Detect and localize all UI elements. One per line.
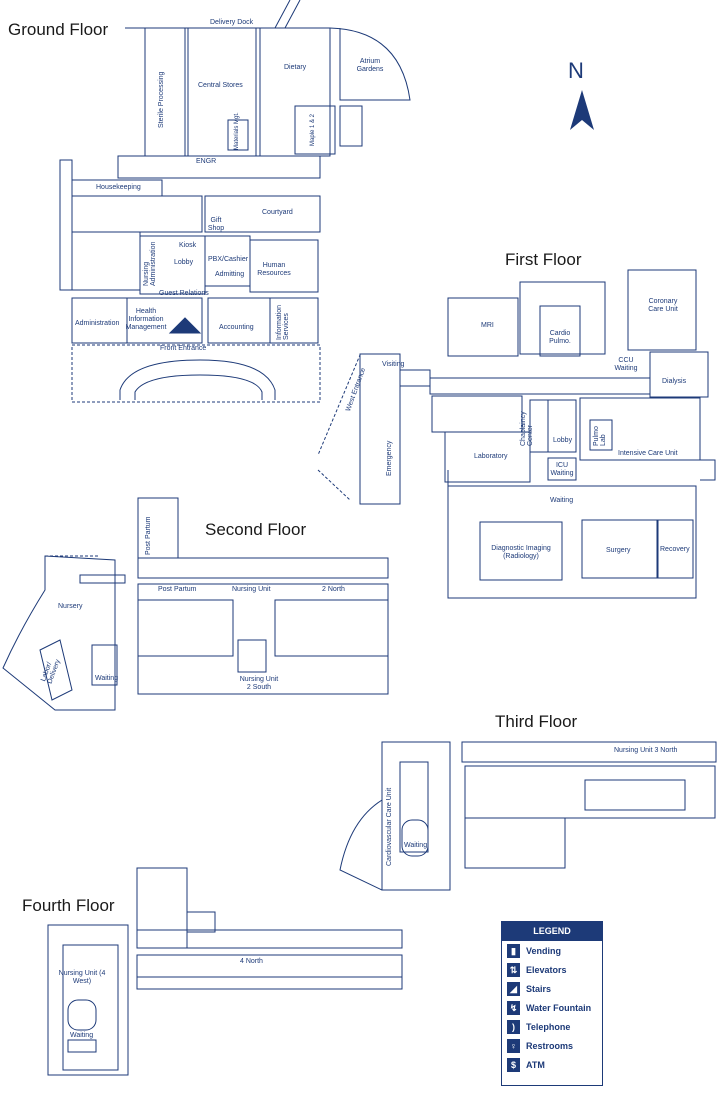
fountain-icon: ↯ (507, 1000, 520, 1015)
nursing-unit-4w-label: Nursing Unit (4 West) (58, 970, 106, 985)
legend-item-label: Telephone (526, 1021, 571, 1032)
legend-item-label: Restrooms (526, 1040, 574, 1051)
materials-mgt-label: Materials Mgt. (234, 112, 240, 150)
recovery-label: Recovery (660, 546, 690, 553)
elevator-icon: ⇅ (507, 962, 520, 977)
legend-item-label: ATM (526, 1059, 545, 1070)
info-services-label: Information Services (276, 304, 290, 340)
second-floor-title: Second Floor (205, 520, 307, 539)
4-north-label: 4 North (240, 958, 263, 965)
accounting-label: Accounting (219, 324, 254, 331)
legend-item: ↯ Water Fountain (502, 998, 602, 1017)
legend-title: LEGEND (502, 922, 602, 941)
third-waiting-label: Waiting (404, 842, 428, 849)
kiosk-label: Kiosk (179, 242, 197, 249)
visiting-label: Visiting (382, 361, 405, 368)
emergency-label: Emergency (386, 440, 393, 476)
stairs-icon: ◢ (507, 981, 520, 996)
post-partum-label: Post Partum (158, 586, 197, 593)
ground-floor-title: Ground Floor (8, 20, 109, 39)
pbx-cashier-label: PBX/Cashier (208, 256, 249, 263)
vending-icon: ▮ (507, 943, 520, 958)
legend-item: ) Telephone (502, 1017, 602, 1036)
maple-label: Maple 1 & 2 (310, 113, 316, 146)
nursing-admin-label: Nursing Administration (143, 241, 157, 286)
restroom-icon: ♀ (507, 1038, 520, 1053)
mri-label: MRI (481, 322, 494, 329)
legend-item: ♀ Restrooms (502, 1036, 602, 1055)
telephone-icon: ) (507, 1019, 520, 1034)
dialysis-label: Dialysis (662, 378, 687, 385)
legend-item-label: Vending (526, 945, 562, 956)
north-arrow-icon (570, 90, 594, 130)
first-floor-title: First Floor (505, 250, 582, 269)
2-north-label: 2 North (322, 586, 345, 593)
nursing-unit-2south-label: Nursing Unit 2 South (239, 676, 279, 691)
engr-label: ENGR (196, 158, 217, 165)
icu-label: Intensive Care Unit (618, 450, 678, 457)
administration-label: Administration (75, 320, 120, 327)
second-waiting-label: Waiting (95, 675, 119, 682)
nursing-unit-3n-label: Nursing Unit 3 North (614, 747, 678, 754)
third-floor-title: Third Floor (495, 712, 578, 731)
legend: LEGEND ▮ Vending ⇅ Elevators ◢ Stairs ↯ … (501, 921, 603, 1086)
him-label: Health Information Management (125, 308, 167, 331)
nursing-unit-label: Nursing Unit (232, 586, 271, 593)
diagnostic-imaging-label: Diagnostic Imaging (Radiology) (491, 545, 551, 560)
fourth-waiting-label: Waiting (70, 1032, 94, 1039)
laboratory-label: Laboratory (474, 453, 508, 460)
pulmo-lab-label: Pulmo Lab (593, 426, 607, 446)
ccu-waiting-label: CCU Waiting (614, 357, 638, 372)
dietary-label: Dietary (284, 64, 307, 71)
atrium-gardens-label: Atrium Gardens (356, 58, 384, 73)
legend-item: ⇅ Elevators (502, 960, 602, 979)
coronary-care-label: Coronary Care Unit (648, 298, 678, 313)
gift-shop-label: Gift Shop (207, 217, 225, 232)
north-letter: N (568, 58, 584, 83)
legend-item-label: Water Fountain (526, 1002, 592, 1013)
surgery-label: Surgery (606, 547, 631, 554)
courtyard-label: Courtyard (262, 209, 293, 216)
legend-item: ▮ Vending (502, 941, 602, 960)
cardio-pulmo-label: Cardio Pulmo. (549, 330, 571, 345)
cardiovascular-label: Cardiovascular Care Unit (386, 787, 393, 866)
legend-item: $ ATM (502, 1055, 602, 1074)
central-stores-label: Central Stores (198, 82, 243, 89)
chaplaincy-label: Chaplaincy Center (520, 411, 534, 446)
housekeeping-label: Housekeeping (96, 184, 141, 191)
icu-waiting-label: ICU Waiting (550, 462, 574, 477)
first-lobby-label: Lobby (553, 437, 573, 444)
legend-item-label: Elevators (526, 964, 567, 975)
human-resources-label: Human Resources (257, 262, 291, 277)
nursery-label: Nursery (58, 603, 83, 610)
front-entrance-label: Front Entrance (160, 345, 207, 352)
atm-icon: $ (507, 1057, 520, 1072)
legend-item-label: Stairs (526, 983, 552, 994)
guest-relations-label: Guest Relations (159, 290, 209, 297)
sterile-processing-label: Sterile Processing (158, 71, 165, 128)
lobby-label: Lobby (174, 259, 194, 266)
legend-item: ◢ Stairs (502, 979, 602, 998)
first-waiting-label: Waiting (550, 497, 574, 504)
delivery-dock-label: Delivery Dock (210, 19, 254, 26)
post-partum-vertical-label: Post Partum (145, 516, 152, 555)
fourth-floor-title: Fourth Floor (22, 896, 115, 915)
admitting-label: Admitting (215, 271, 245, 278)
